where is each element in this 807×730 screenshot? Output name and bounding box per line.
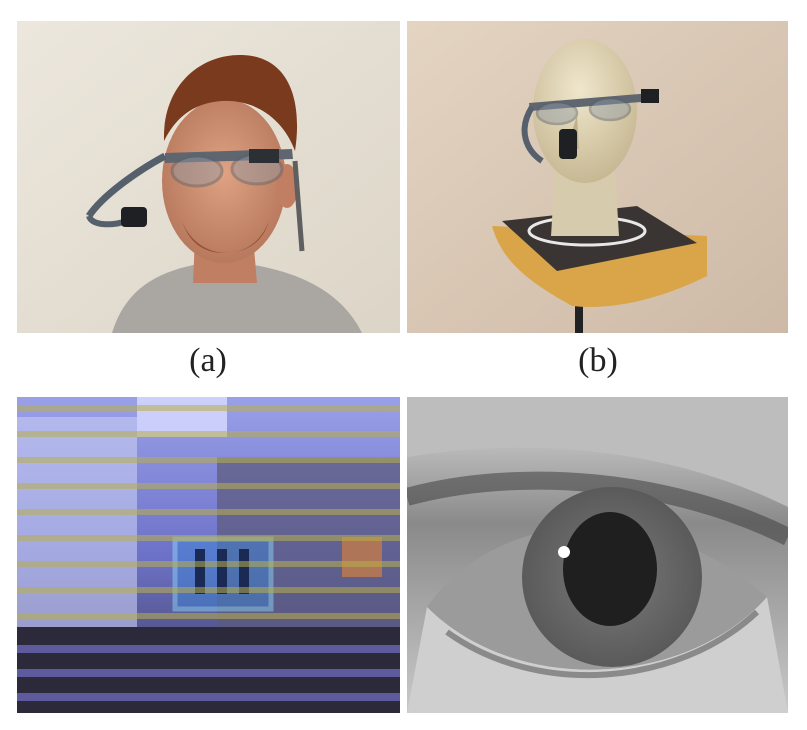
caption-a: (a) [189,342,227,379]
photo-eye-camera-closeup [407,397,788,713]
photo-scene-camera-view [17,397,400,713]
photo-mannequin-eye-tracker [407,21,788,333]
caption-b: (b) [578,342,618,379]
photo-person-eye-tracker [17,21,400,333]
